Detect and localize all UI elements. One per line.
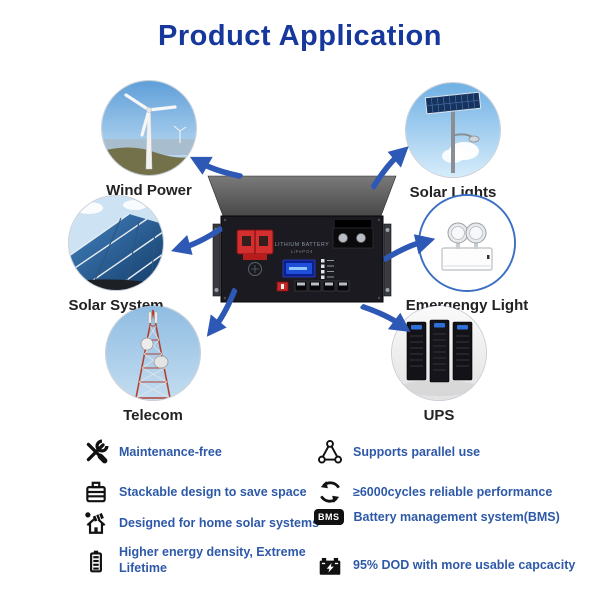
feature-dod: 95% DOD with more usable capcacity xyxy=(316,551,575,578)
app-solar-system: Solar System xyxy=(68,196,164,314)
stackable-icon xyxy=(82,478,109,505)
recycle-icon xyxy=(316,478,343,505)
parallel-nodes-icon xyxy=(316,438,343,465)
feature-text: ≥6000cycles reliable performance xyxy=(353,484,553,499)
wind-power-label: Wind Power xyxy=(106,182,192,199)
battery-label-line1: LITHIUM BATTERY xyxy=(275,242,330,248)
feature-bms: BMS Battery management system(BMS) xyxy=(314,509,560,525)
feature-home-solar: Designed for home solar systems xyxy=(82,509,319,536)
app-wind-power: Wind Power xyxy=(102,81,196,199)
telecom-label: Telecom xyxy=(123,407,183,424)
arrow-to-wind-power-icon xyxy=(182,139,246,197)
battery-cell-icon xyxy=(82,547,109,574)
arrow-to-emergency-light-icon xyxy=(380,227,440,266)
feature-parallel-use: Supports parallel use xyxy=(316,438,480,465)
feature-stackable: Stackable design to save space xyxy=(82,478,307,505)
feature-text: Higher energy density, Extreme Lifetime xyxy=(119,545,306,575)
wind-power-image xyxy=(102,81,196,175)
arrow-to-solar-system-icon xyxy=(166,221,227,262)
battery-label-line2: LiFePO4 xyxy=(291,249,313,254)
arrow-to-solar-lights-icon xyxy=(358,136,422,194)
feature-maintenance-free: Maintenance-free xyxy=(82,438,222,465)
solar-lights-image xyxy=(406,83,500,177)
bms-badge-icon: BMS xyxy=(314,509,344,525)
arrow-to-ups-icon xyxy=(356,287,419,348)
feature-cycles: ≥6000cycles reliable performance xyxy=(316,478,552,505)
feature-text: Stackable design to save space xyxy=(119,484,307,499)
feature-text: Designed for home solar systems xyxy=(119,515,320,530)
solar-system-image xyxy=(69,196,163,290)
telecom-image xyxy=(106,306,200,400)
app-solar-lights: Solar Lights xyxy=(406,83,500,201)
feature-text: Supports parallel use xyxy=(353,444,481,459)
feature-text: Maintenance-free xyxy=(119,444,222,459)
arrow-to-telecom-icon xyxy=(191,284,253,346)
app-ups: UPS xyxy=(392,306,486,424)
app-telecom: Telecom xyxy=(106,306,200,424)
ups-image xyxy=(392,306,486,400)
home-solar-icon xyxy=(82,509,109,536)
feature-energy-density: Higher energy density, Extreme Lifetime xyxy=(82,545,334,576)
page-title: Product Application xyxy=(158,20,442,52)
car-battery-icon xyxy=(316,551,343,578)
emergency-light-image xyxy=(420,196,514,290)
ups-label: UPS xyxy=(423,407,455,424)
feature-text: Battery management system(BMS) xyxy=(353,510,560,524)
feature-text: 95% DOD with more usable capcacity xyxy=(353,557,576,572)
app-emergency-light: Emergengy Light xyxy=(406,196,528,314)
maintenance-icon xyxy=(82,438,109,465)
